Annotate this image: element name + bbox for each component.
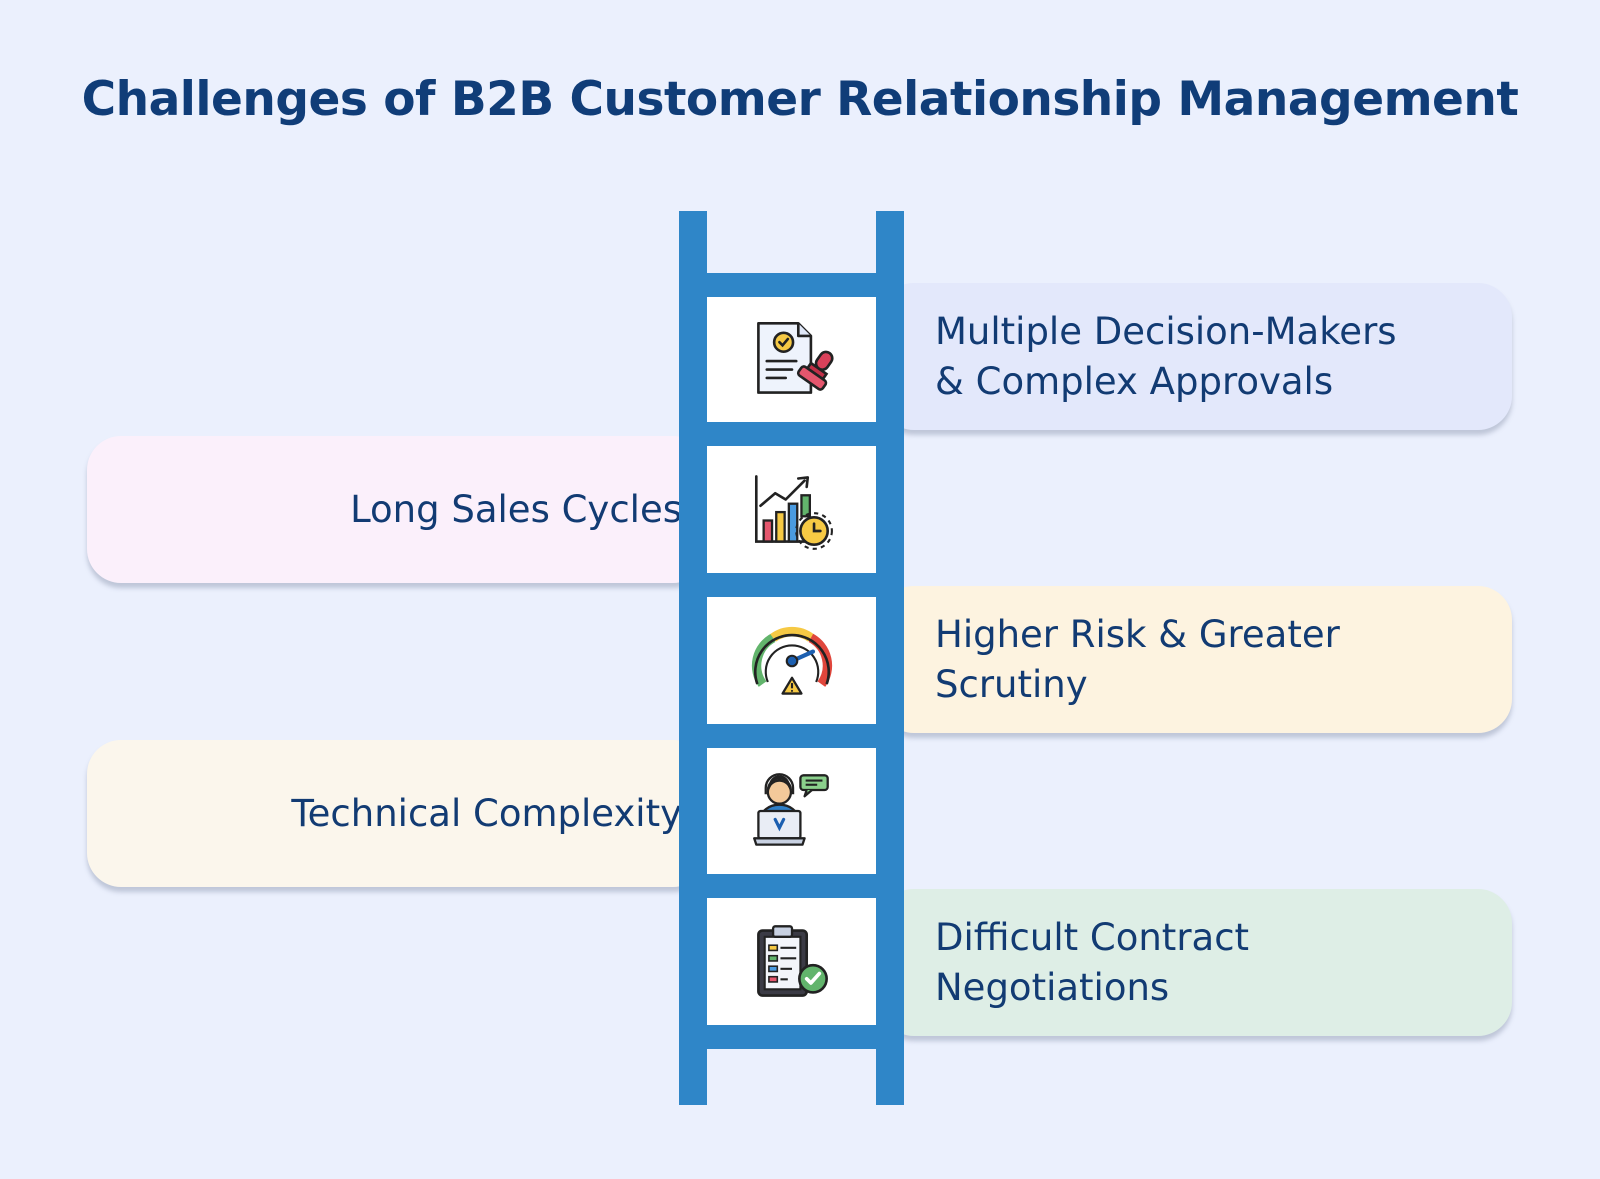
ladder-cell-2 (707, 446, 876, 573)
challenge-card-technical: Technical Complexity (87, 740, 707, 887)
card-label: Difficult Contract Negotiations (935, 915, 1250, 1009)
challenge-card-sales-cycles: Long Sales Cycles (87, 436, 707, 583)
card-label: Technical Complexity (291, 791, 682, 835)
ladder-cell-1 (707, 295, 876, 422)
ladder-rung (695, 874, 885, 898)
ladder-cell-4 (707, 747, 876, 874)
page-title: Challenges of B2B Customer Relationship … (81, 72, 1519, 127)
document-stamp-icon (756, 321, 834, 394)
challenge-card-contracts: Difficult Contract Negotiations (880, 889, 1512, 1036)
card-label: Multiple Decision-Makers & Complex Appro… (935, 309, 1397, 403)
ladder-cell-3 (707, 597, 876, 724)
card-label: Higher Risk & Greater Scrutiny (935, 612, 1340, 706)
ladder-left-rail (679, 211, 707, 1105)
growth-chart-clock-icon (754, 474, 833, 550)
risk-gauge-icon (751, 626, 832, 695)
ladder-right-rail (876, 211, 904, 1105)
ladder-rung (695, 1025, 885, 1049)
challenge-card-risk: Higher Risk & Greater Scrutiny (880, 586, 1512, 733)
clipboard-check-icon (756, 924, 828, 997)
card-label: Long Sales Cycles (350, 487, 682, 531)
ladder-cell-5 (707, 898, 876, 1025)
ladder-rung (695, 724, 885, 748)
ladder-rung (695, 573, 885, 597)
challenge-card-decision-makers: Multiple Decision-Makers & Complex Appro… (880, 283, 1512, 430)
ladder-rung (695, 422, 885, 446)
tech-support-icon (752, 772, 829, 846)
ladder-rung (695, 273, 885, 297)
